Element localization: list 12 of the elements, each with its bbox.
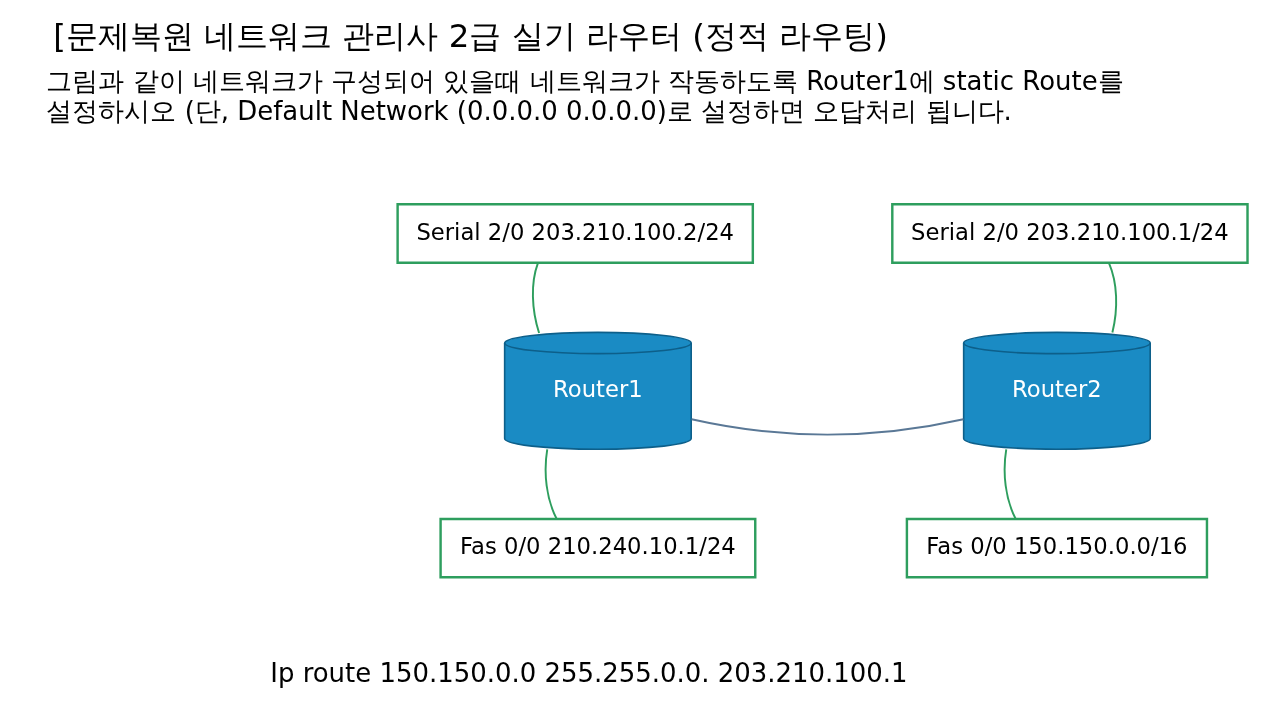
node-box: Fas 0/0 150.150.0.0/16 [905, 517, 1208, 579]
node-box: Serial 2/0 203.210.100.1/24 [890, 203, 1249, 264]
diagram-title: [문제복원 네트워크 관리사 2급 실기 라우터 (정적 라우팅) [52, 16, 888, 55]
connector [531, 262, 540, 334]
connector [1107, 262, 1117, 334]
node-box: Serial 2/0 203.210.100.2/24 [395, 203, 754, 264]
label: Ip route 150.150.0.0 255.255.0.0. 203.210.100.1 [269, 658, 907, 689]
node-box: Fas 0/0 210.240.10.1/24 [438, 517, 756, 579]
connector [544, 448, 558, 520]
connector [1003, 448, 1017, 520]
label: 그림과 같이 네트워크가 구성되어 있을때 네트워크가 작동하도록 Router1에 static Route를 설정하시오 (단, Default Network (0.0.0.0 0.0.0.0)로 설정하면 오답처리 됩니다. [45, 66, 1124, 126]
connector [690, 418, 964, 436]
